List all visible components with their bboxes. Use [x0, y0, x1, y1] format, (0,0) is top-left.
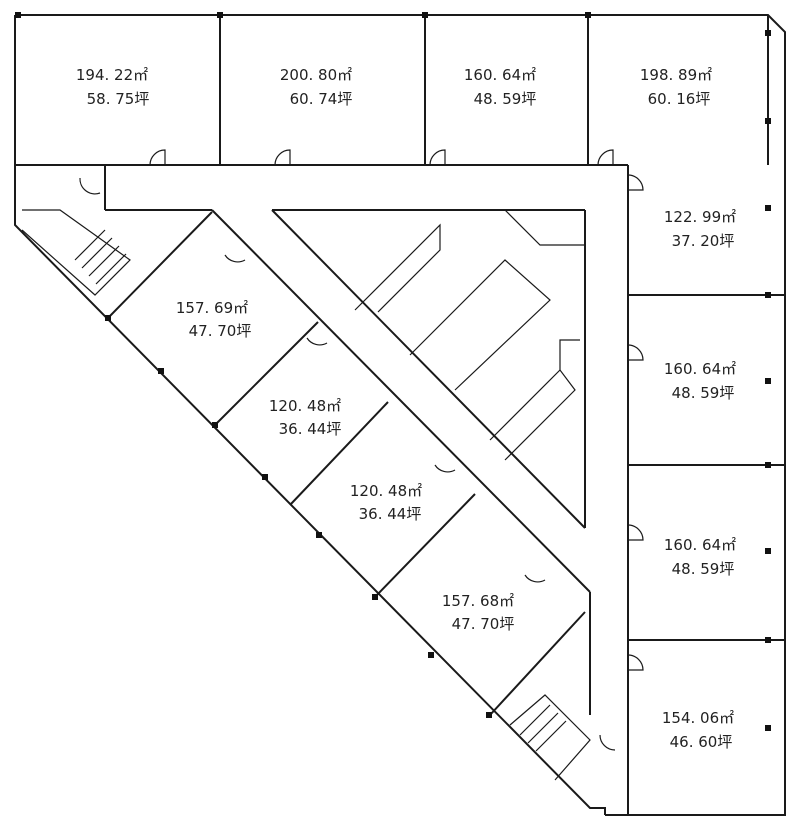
unit-right-3: 160. 64㎡ 48. 59坪 [664, 536, 736, 578]
area-tsubo: 60. 74坪 [290, 90, 353, 108]
area-tsubo: 48. 59坪 [672, 560, 735, 578]
stairs [21, 209, 591, 781]
area-m2: 194. 22㎡ [76, 66, 148, 84]
corridor-walls [104, 165, 629, 815]
core-toilets [354, 209, 585, 461]
area-tsubo: 48. 59坪 [474, 90, 537, 108]
area-m2: 200. 80㎡ [280, 66, 352, 84]
area-tsubo: 58. 75坪 [87, 90, 150, 108]
area-tsubo: 47. 70坪 [452, 615, 515, 633]
area-m2: 160. 64㎡ [664, 360, 736, 378]
doors [79, 149, 644, 751]
unit-diag-2: 120. 48㎡ 36. 44坪 [269, 397, 341, 438]
area-m2: 160. 64㎡ [464, 66, 536, 84]
unit-right-2: 160. 64㎡ 48. 59坪 [664, 360, 736, 402]
columns [15, 12, 771, 731]
area-tsubo: 36. 44坪 [279, 420, 342, 438]
unit-top-1: 194. 22㎡ 58. 75坪 [76, 66, 149, 108]
area-tsubo: 46. 60坪 [670, 733, 733, 751]
area-tsubo: 37. 20坪 [672, 232, 735, 250]
area-m2: 120. 48㎡ [269, 397, 341, 415]
area-m2: 157. 68㎡ [442, 592, 514, 610]
unit-diag-4: 157. 68㎡ 47. 70坪 [442, 592, 514, 633]
top-units-walls [15, 15, 769, 166]
unit-diag-1: 157. 69㎡ 47. 70坪 [176, 299, 251, 340]
unit-right-1: 122. 99㎡ 37. 20坪 [664, 208, 736, 250]
unit-top-3: 160. 64㎡ 48. 59坪 [464, 66, 536, 108]
area-m2: 120. 48㎡ [350, 482, 422, 500]
right-units-walls [628, 294, 785, 641]
unit-top-4: 198. 89㎡ 60. 16坪 [640, 66, 712, 108]
area-m2: 160. 64㎡ [664, 536, 736, 554]
area-m2: 122. 99㎡ [664, 208, 736, 226]
area-tsubo: 48. 59坪 [672, 384, 735, 402]
area-m2: 157. 69㎡ [176, 299, 248, 317]
unit-diag-3: 120. 48㎡ 36. 44坪 [350, 482, 422, 523]
unit-top-2: 200. 80㎡ 60. 74坪 [280, 66, 352, 108]
area-tsubo: 47. 70坪 [189, 322, 252, 340]
area-m2: 198. 89㎡ [640, 66, 712, 84]
area-tsubo: 36. 44坪 [359, 505, 422, 523]
diagonal-units-walls [107, 211, 586, 716]
area-m2: 154. 06㎡ [662, 709, 734, 727]
outer-wall [14, 14, 786, 816]
area-tsubo: 60. 16坪 [648, 90, 711, 108]
unit-right-4: 154. 06㎡ 46. 60坪 [662, 709, 734, 751]
